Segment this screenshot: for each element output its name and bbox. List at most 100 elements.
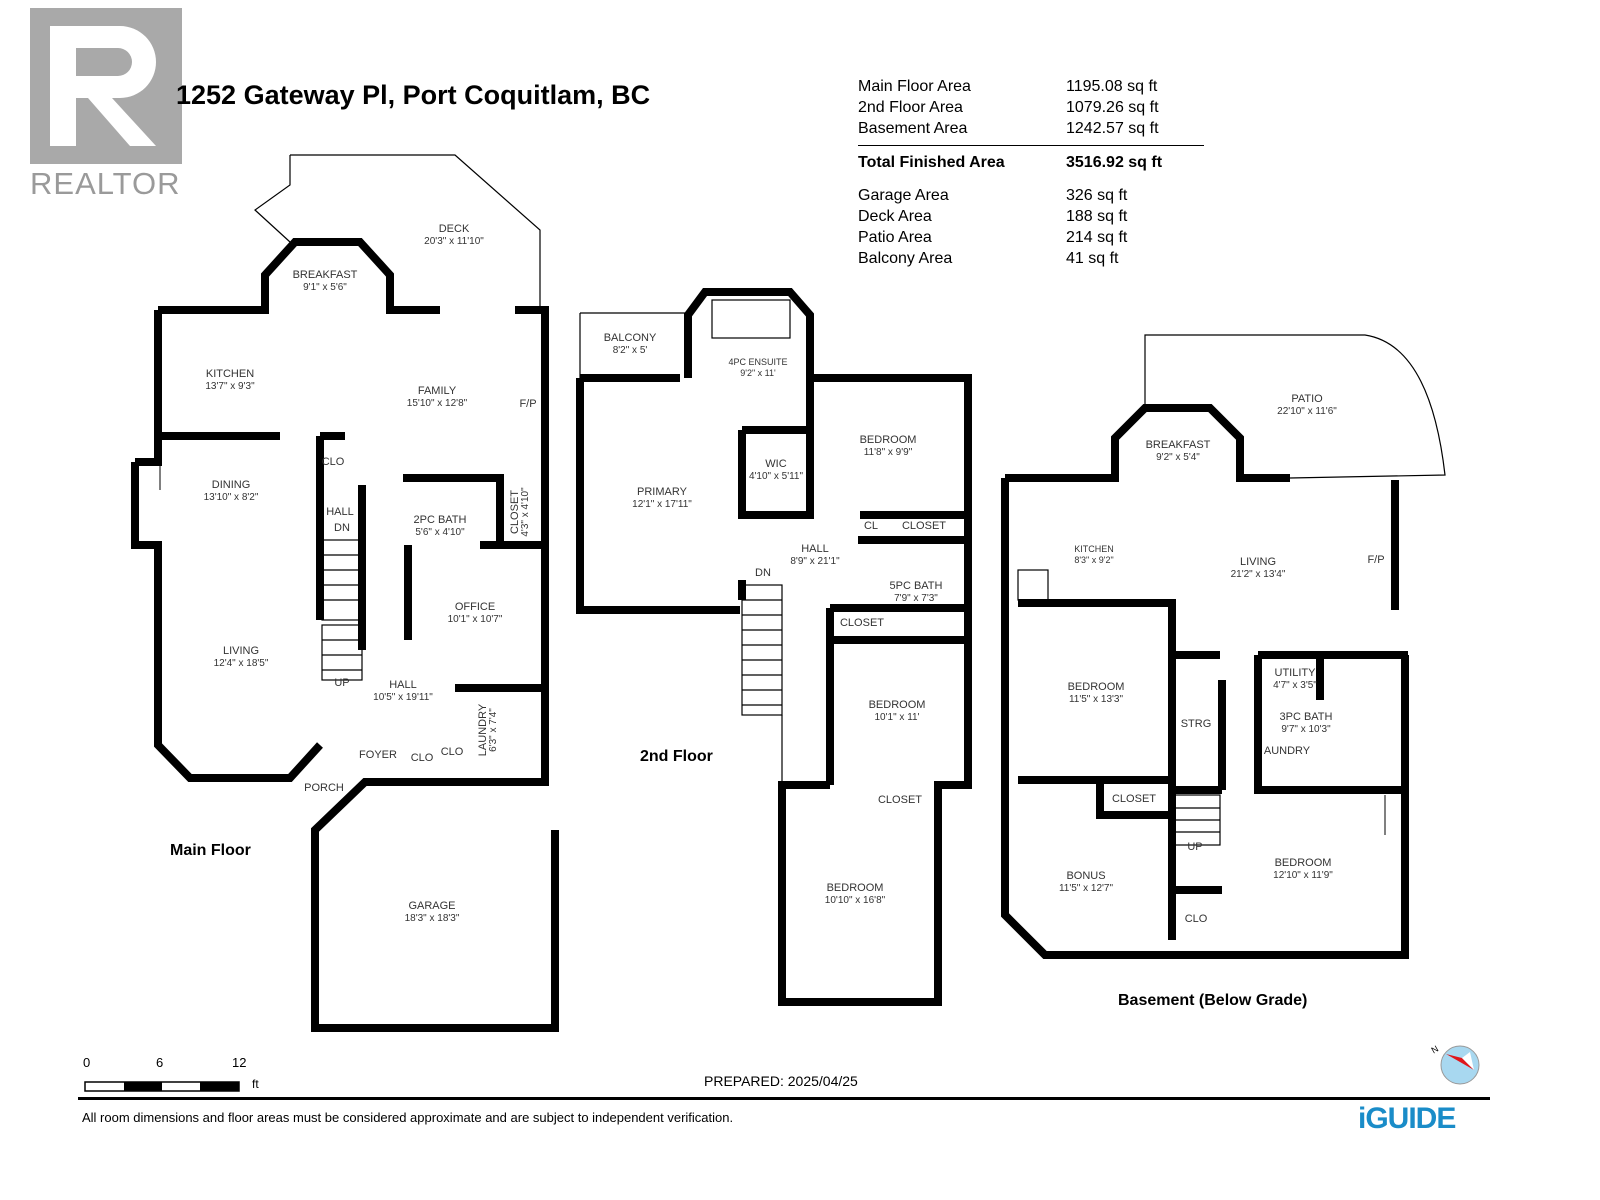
svg-text:LIVING: LIVING [223, 645, 259, 657]
svg-text:7'9" x 7'3": 7'9" x 7'3" [894, 593, 938, 604]
svg-text:9'1" x 5'6": 9'1" x 5'6" [303, 282, 347, 293]
prepared-date: PREPARED: 2025/04/25 [704, 1073, 858, 1089]
svg-text:4'7" x 3'5": 4'7" x 3'5" [1273, 680, 1317, 691]
svg-text:UP: UP [334, 677, 349, 689]
svg-text:BEDROOM: BEDROOM [827, 882, 884, 894]
svg-text:BEDROOM: BEDROOM [1275, 857, 1332, 869]
svg-text:10'5" x 19'11": 10'5" x 19'11" [373, 692, 433, 703]
main-floor-title: Main Floor [170, 842, 251, 859]
svg-text:LIVING: LIVING [1240, 556, 1276, 568]
svg-text:UTILITY: UTILITY [1275, 667, 1317, 679]
svg-text:5'6" x 4'10": 5'6" x 4'10" [415, 527, 465, 538]
svg-text:HALL: HALL [801, 543, 829, 555]
svg-text:CLOSET: CLOSET [840, 617, 884, 629]
svg-text:PORCH: PORCH [304, 782, 344, 794]
svg-text:DECK: DECK [439, 223, 470, 235]
scale-bar: ft [84, 1077, 259, 1092]
svg-text:BONUS: BONUS [1066, 870, 1105, 882]
svg-text:BEDROOM: BEDROOM [1068, 681, 1125, 693]
basement-floor-plan [1001, 334, 1446, 959]
svg-text:12'10" x 11'9": 12'10" x 11'9" [1273, 870, 1333, 881]
svg-text:ft: ft [252, 1077, 259, 1091]
svg-text:BEDROOM: BEDROOM [869, 699, 926, 711]
svg-text:2PC BATH: 2PC BATH [414, 514, 467, 526]
svg-text:8'2" x 5': 8'2" x 5' [613, 345, 648, 356]
svg-text:13'10" x 8'2": 13'10" x 8'2" [204, 492, 259, 503]
main-floor-plan [131, 154, 559, 1032]
svg-text:F/P: F/P [1367, 554, 1384, 566]
svg-text:10'1" x 11': 10'1" x 11' [875, 712, 920, 723]
svg-text:N: N [1430, 1044, 1441, 1056]
basement-title: Basement (Below Grade) [1118, 992, 1307, 1009]
svg-text:CLOSET: CLOSET [1112, 793, 1156, 805]
svg-text:CLO: CLO [322, 456, 345, 468]
svg-text:11'5" x 13'3": 11'5" x 13'3" [1069, 694, 1124, 705]
svg-text:BREAKFAST: BREAKFAST [293, 269, 358, 281]
svg-text:12'4" x 18'5": 12'4" x 18'5" [214, 658, 269, 669]
svg-text:FAMILY: FAMILY [418, 385, 457, 397]
svg-text:21'2" x 13'4": 21'2" x 13'4" [1231, 569, 1286, 580]
realtor-logo: REALTOR [30, 8, 186, 202]
second-floor-title: 2nd Floor [640, 748, 713, 765]
svg-text:CLOSET: CLOSET [878, 794, 922, 806]
svg-text:BREAKFAST: BREAKFAST [1146, 439, 1211, 451]
svg-text:FOYER: FOYER [359, 749, 397, 761]
divider [858, 145, 1204, 146]
compass-icon: N [1430, 1044, 1480, 1085]
iguide-logo: iGUIDE [1358, 1102, 1456, 1136]
svg-text:4'10" x 5'11": 4'10" x 5'11" [749, 471, 804, 482]
svg-text:BALCONY: BALCONY [604, 332, 657, 344]
svg-text:11'5" x 12'7": 11'5" x 12'7" [1059, 883, 1114, 894]
svg-text:DN: DN [334, 522, 350, 534]
scale-tick: 0 [83, 1055, 91, 1070]
svg-text:3PC BATH: 3PC BATH [1280, 711, 1333, 723]
svg-text:KITCHEN: KITCHEN [206, 368, 254, 380]
disclaimer: All room dimensions and floor areas must… [82, 1110, 734, 1125]
svg-text:15'10" x 12'8": 15'10" x 12'8" [407, 398, 468, 409]
svg-text:20'3" x 11'10": 20'3" x 11'10" [424, 236, 484, 247]
second-floor-plan [576, 288, 972, 1006]
svg-text:8'9" x 21'1": 8'9" x 21'1" [790, 556, 840, 567]
svg-text:CLO: CLO [411, 752, 434, 764]
svg-text:HALL: HALL [326, 506, 354, 518]
svg-text:CLO: CLO [441, 746, 464, 758]
svg-text:DINING: DINING [212, 479, 251, 491]
svg-text:22'10" x 11'6": 22'10" x 11'6" [1277, 406, 1337, 417]
svg-text:4'3" x 4'10": 4'3" x 4'10" [520, 487, 531, 537]
svg-text:6'3" x 7'4": 6'3" x 7'4" [488, 708, 499, 752]
svg-text:AUNDRY: AUNDRY [1264, 745, 1311, 757]
svg-text:HALL: HALL [389, 679, 417, 691]
svg-text:DN: DN [755, 567, 771, 579]
svg-text:8'3" x 9'2": 8'3" x 9'2" [1074, 555, 1113, 565]
svg-text:UP: UP [1187, 841, 1202, 853]
scale-tick: 12 [232, 1055, 247, 1070]
svg-text:F/P: F/P [519, 398, 536, 410]
svg-text:STRG: STRG [1181, 718, 1212, 730]
svg-text:CLO: CLO [1185, 913, 1208, 925]
property-address: 1252 Gateway Pl, Port Coquitlam, BC [176, 80, 651, 110]
svg-text:PATIO: PATIO [1291, 393, 1323, 405]
svg-text:10'1" x 10'7": 10'1" x 10'7" [448, 614, 503, 625]
svg-text:WIC: WIC [765, 458, 786, 470]
realtor-logo-text: REALTOR [30, 166, 181, 201]
svg-text:18'3" x 18'3": 18'3" x 18'3" [405, 913, 460, 924]
svg-text:KITCHEN: KITCHEN [1074, 544, 1114, 554]
svg-text:CL: CL [864, 520, 878, 532]
svg-text:PRIMARY: PRIMARY [637, 486, 688, 498]
svg-text:11'8" x 9'9": 11'8" x 9'9" [864, 447, 913, 458]
svg-text:LAUNDRY: LAUNDRY [477, 703, 489, 756]
svg-text:9'2" x 11': 9'2" x 11' [740, 368, 776, 378]
divider [78, 1097, 1490, 1100]
